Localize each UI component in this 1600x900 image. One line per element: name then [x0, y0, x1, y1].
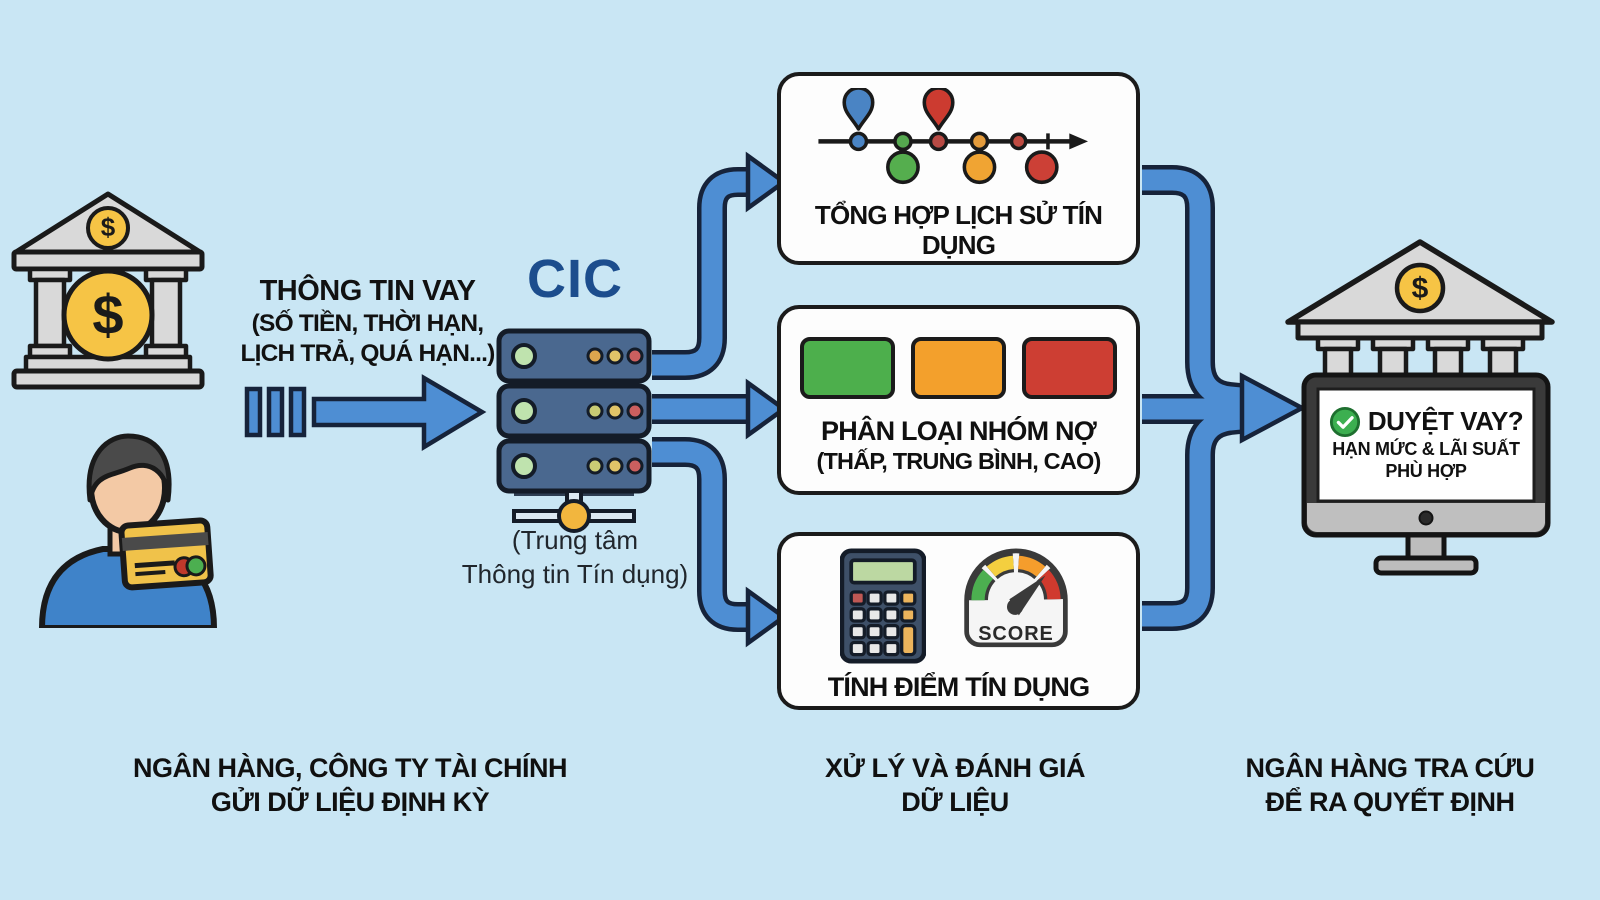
coin-icon	[86, 206, 130, 250]
bank-column	[33, 277, 67, 349]
coin-icon	[1394, 262, 1446, 314]
map-pin-icon	[841, 88, 955, 131]
loan-info-title: THÔNG TIN VAY	[259, 275, 476, 307]
sender-caption: NGÂN HÀNG, CÔNG TY TÀI CHÍNH GỬI DỮ LIỆU…	[100, 752, 600, 820]
sender-caption-line: NGÂN HÀNG, CÔNG TY TÀI CHÍNH	[132, 753, 568, 783]
processing-caption-line: DỮ LIỆU	[901, 786, 1009, 817]
approval-question: DUYỆT VAY?	[1367, 406, 1524, 436]
bank-column	[149, 277, 183, 349]
calculator-icon	[839, 548, 926, 664]
check-circle-icon	[1329, 406, 1360, 437]
risk-swatches	[800, 337, 1117, 399]
calculator-keys	[849, 590, 916, 657]
risk-medium-swatch	[911, 337, 1006, 399]
loan-info-detail: (SỐ TIỀN, THỜI HẠN,	[251, 310, 484, 338]
coin-icon	[61, 268, 155, 362]
gauge-segments	[970, 555, 1061, 601]
credit-history-label: TỔNG HỢP LỊCH SỬ TÍN DỤNG	[814, 199, 1103, 261]
credit-scoring-label: TÍNH ĐIỂM TÍN DỤNG	[827, 672, 1090, 702]
bank-terminal-icon: $	[1285, 239, 1555, 576]
bank-top	[1285, 239, 1555, 382]
decision-caption-line: NGÂN HÀNG TRA CỨU	[1245, 753, 1535, 783]
timeline-icon	[817, 88, 1088, 185]
dollar-sign: $	[1412, 272, 1429, 305]
approval-row: DUYỆT VAY?	[1329, 406, 1524, 438]
monitor-icon	[1301, 372, 1551, 576]
arrow-dash	[288, 386, 307, 438]
dollar-sign: $	[92, 283, 123, 346]
arrow-dash	[244, 386, 263, 438]
network-node-icon	[512, 489, 636, 533]
risk-low-swatch	[800, 337, 895, 399]
dollar-sign: $	[101, 212, 116, 242]
processing-caption: XỬ LÝ VÀ ĐÁNH GIÁ DỮ LIỆU	[755, 752, 1155, 820]
credit-history-box: TỔNG HỢP LỊCH SỬ TÍN DỤNG	[777, 72, 1140, 265]
decision-caption: NGÂN HÀNG TRA CỨU ĐỂ RA QUYẾT ĐỊNH	[1180, 752, 1600, 820]
server-units	[496, 328, 652, 494]
bank-icon: $ $	[11, 191, 205, 390]
cic-fullname: (Trung tâm Thông tin Tín dụng)	[450, 524, 700, 592]
monitor-screen	[1316, 387, 1536, 503]
arrowheads	[745, 151, 1307, 648]
score-gauge-label: SCORE	[978, 623, 1054, 645]
cic-fullname-line: Thông tin Tín dụng)	[461, 558, 689, 589]
loan-info-detail: LỊCH TRẢ, QUÁ HẠN...)	[240, 340, 495, 368]
scoring-icons: SCORE	[839, 548, 1078, 664]
decision-caption-line: ĐỂ RA QUYẾT ĐỊNH	[1265, 786, 1515, 817]
risk-high-swatch	[1022, 337, 1117, 399]
borrower-icon	[39, 433, 217, 628]
debt-classification-label: PHÂN LOẠI NHÓM NỢ	[821, 416, 1097, 446]
debt-classification-box: PHÂN LOẠI NHÓM NỢ (THẤP, TRUNG BÌNH, CAO…	[777, 305, 1140, 495]
camera-dot	[1418, 510, 1434, 526]
debt-classification-sublabel: (THẤP, TRUNG BÌNH, CAO)	[816, 447, 1101, 474]
arrow-dash	[266, 386, 285, 438]
cic-server-icon	[496, 328, 652, 533]
credit-card-icon	[118, 517, 214, 591]
cic-fullname-line: (Trung tâm	[511, 525, 639, 555]
loan-info-text: THÔNG TIN VAY (SỐ TIỀN, THỜI HẠN, LỊCH T…	[235, 274, 500, 369]
timeline-dots	[848, 131, 1059, 185]
approval-detail: HẠN MỨC & LÃI SUẤT	[1332, 438, 1520, 459]
score-gauge-icon: SCORE	[963, 548, 1068, 648]
input-arrow	[244, 374, 487, 451]
approval-detail: PHÙ HỢP	[1385, 461, 1467, 481]
arrow-body	[311, 374, 487, 451]
approval-screen: DUYỆT VAY? HẠN MỨC & LÃI SUẤT PHÙ HỢP	[1318, 390, 1534, 498]
processing-caption-line: XỬ LÝ VÀ ĐÁNH GIÁ	[825, 753, 1085, 783]
credit-scoring-box: SCORE TÍNH ĐIỂM TÍN DỤNG	[777, 532, 1140, 710]
sender-caption-line: GỬI DỮ LIỆU ĐỊNH KỲ	[210, 786, 490, 817]
hair	[86, 433, 172, 503]
flow-connectors	[652, 165, 1248, 632]
cic-title: CIC	[527, 249, 623, 309]
